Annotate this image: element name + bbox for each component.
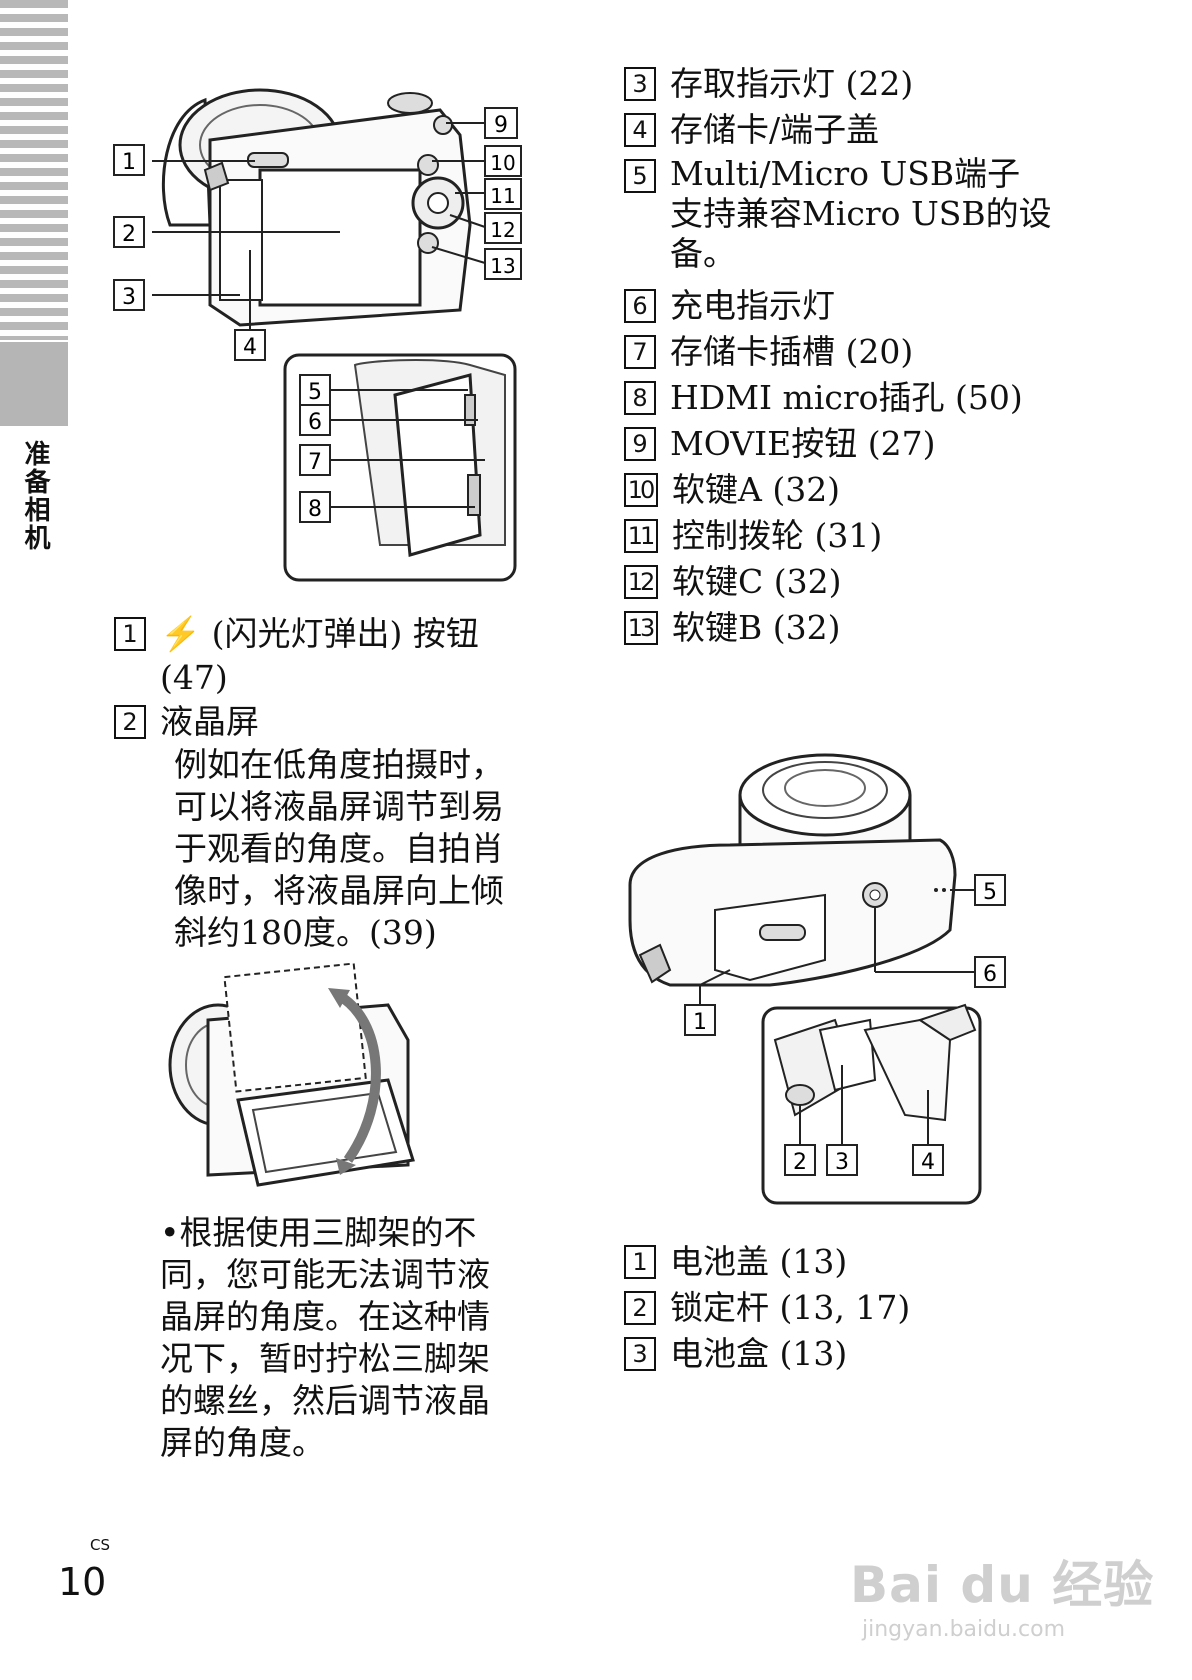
callout-3: 3 <box>113 279 145 311</box>
callout-10: 10 <box>484 145 522 177</box>
list-item-card-slot: 7 存储卡插槽 (20) <box>624 330 913 374</box>
item-text: 电池盒 (13) <box>670 1334 848 1373</box>
callout-7: 7 <box>299 444 331 476</box>
item-text: ⚡ (闪光灯弹出) 按钮 (47) <box>160 614 479 697</box>
svg-text:2: 2 <box>793 1150 807 1175</box>
callout-2: 2 <box>113 216 145 248</box>
bottom-callout-4: 4 <box>912 1144 944 1176</box>
item-number: 12 <box>624 565 658 599</box>
tripod-note: •根据使用三脚架的不 同，您可能无法调节液 晶屏的角度。在这种情 况下，暂时拧松… <box>160 1213 490 1462</box>
item-number: 3 <box>624 1337 656 1371</box>
svg-text:5: 5 <box>983 880 997 905</box>
list-item-battery-compartment: 3 电池盒 (13) <box>624 1332 847 1376</box>
list-item-control-wheel: 11 控制拨轮 (31) <box>624 514 882 558</box>
item-text: Multi/Micro USB端子 支持兼容Micro USB的设 备。 <box>670 154 1052 273</box>
camera-bottom-illustration: 5 1 6 2 3 4 <box>628 753 1006 1205</box>
callout-8: 8 <box>299 491 331 523</box>
svg-text:8: 8 <box>308 497 322 522</box>
item-number: 4 <box>624 113 656 147</box>
item-text: 电池盖 (13) <box>670 1242 848 1281</box>
callout-6: 6 <box>299 404 331 436</box>
item-text: MOVIE按钮 (27) <box>670 424 936 463</box>
watermark-url: jingyan.baidu.com <box>862 1617 1066 1642</box>
svg-text:4: 4 <box>243 335 257 360</box>
bottom-callout-5: 5 <box>974 874 1006 906</box>
item-number: 6 <box>624 289 656 323</box>
section-side-label: 准备相机 <box>20 440 50 552</box>
page-number: 10 <box>58 1560 107 1604</box>
svg-text:6: 6 <box>983 962 997 987</box>
lcd-description: 例如在低角度拍摄时， 可以将液晶屏调节到易 于观看的角度。自拍肖 像时，将液晶屏… <box>174 745 504 952</box>
svg-text:7: 7 <box>308 450 322 475</box>
side-section-marker <box>0 342 68 426</box>
svg-text:11: 11 <box>490 184 515 208</box>
list-item-access-lamp: 3 存取指示灯 (22) <box>624 62 913 106</box>
svg-text:3: 3 <box>122 285 136 310</box>
callout-5: 5 <box>299 374 331 406</box>
list-item-soft-key-b: 13 软键B (32) <box>624 606 840 650</box>
list-item-lock-lever: 2 锁定杆 (13, 17) <box>624 1286 910 1330</box>
callout-12: 12 <box>484 212 522 244</box>
bottom-callout-1: 1 <box>684 1004 716 1036</box>
item-number: 10 <box>624 473 658 507</box>
svg-text:5: 5 <box>308 380 322 405</box>
item-text: 存储卡插槽 (20) <box>670 332 914 371</box>
item-text: 软键C (32) <box>672 562 842 601</box>
svg-text:4: 4 <box>921 1150 935 1175</box>
item-number: 3 <box>624 67 656 101</box>
svg-text:13: 13 <box>490 254 515 278</box>
list-item-soft-key-a: 10 软键A (32) <box>624 468 840 512</box>
side-stripe-decoration <box>0 0 68 340</box>
item-number: 9 <box>624 427 656 461</box>
list-item-charge-lamp: 6 充电指示灯 <box>624 284 835 328</box>
callout-4: 4 <box>234 329 266 361</box>
item-text: 控制拨轮 (31) <box>672 516 883 555</box>
callout-13: 13 <box>484 248 522 280</box>
item-number: 13 <box>624 611 658 645</box>
callout-9: 9 <box>484 107 518 139</box>
watermark-brand: Bai du 经验 <box>850 1556 1155 1614</box>
list-item-hdmi-jack: 8 HDMI micro插孔 (50) <box>624 376 1023 420</box>
bottom-callout-3: 3 <box>826 1144 858 1176</box>
item-text: 软键B (32) <box>672 608 841 647</box>
page-number-suffix: CS <box>90 1536 110 1554</box>
tilting-lcd-illustration <box>168 962 415 1187</box>
bottom-callout-6: 6 <box>974 956 1006 988</box>
list-item-movie-button: 9 MOVIE按钮 (27) <box>624 422 935 466</box>
item-number: 1 <box>624 1245 656 1279</box>
item-number: 2 <box>624 1291 656 1325</box>
svg-text:6: 6 <box>308 410 322 435</box>
item-number: 5 <box>624 159 656 193</box>
item-number: 11 <box>624 519 658 553</box>
item-number: 1 <box>114 617 146 651</box>
list-item-card-cover: 4 存储卡/端子盖 <box>624 108 879 152</box>
item-number: 8 <box>624 381 656 415</box>
svg-text:9: 9 <box>494 113 508 138</box>
item-text: 锁定杆 (13, 17) <box>670 1288 911 1327</box>
item-text: 软键A (32) <box>672 470 841 509</box>
item-text: 存取指示灯 (22) <box>670 64 914 103</box>
svg-text:1: 1 <box>693 1010 707 1035</box>
list-item-soft-key-c: 12 软键C (32) <box>624 560 841 604</box>
camera-back-illustration: 1 2 3 4 9 10 11 12 13 5 6 7 8 <box>113 88 522 582</box>
item-text: HDMI micro插孔 (50) <box>670 378 1023 417</box>
callout-11: 11 <box>484 178 522 210</box>
svg-text:1: 1 <box>122 150 136 175</box>
svg-text:10: 10 <box>490 151 515 175</box>
list-item-lcd: 2 液晶屏 <box>114 700 259 744</box>
callout-1: 1 <box>113 144 145 176</box>
list-item-usb-terminal: 5 Multi/Micro USB端子 支持兼容Micro USB的设 备。 <box>624 154 1052 274</box>
list-item-flash-button: 1 ⚡ (闪光灯弹出) 按钮 (47) <box>114 612 479 700</box>
baidu-watermark: Bai du 经验 jingyan.baidu.com <box>850 1545 1154 1642</box>
svg-text:2: 2 <box>122 222 136 247</box>
list-item-battery-cover: 1 电池盖 (13) <box>624 1240 847 1284</box>
svg-text:3: 3 <box>835 1150 849 1175</box>
item-text: 存储卡/端子盖 <box>670 110 880 149</box>
item-number: 2 <box>114 705 146 739</box>
svg-text:12: 12 <box>490 218 515 242</box>
bottom-callout-2: 2 <box>784 1144 816 1176</box>
item-number: 7 <box>624 335 656 369</box>
item-text: 液晶屏 <box>160 702 259 741</box>
item-text: 充电指示灯 <box>670 286 835 325</box>
